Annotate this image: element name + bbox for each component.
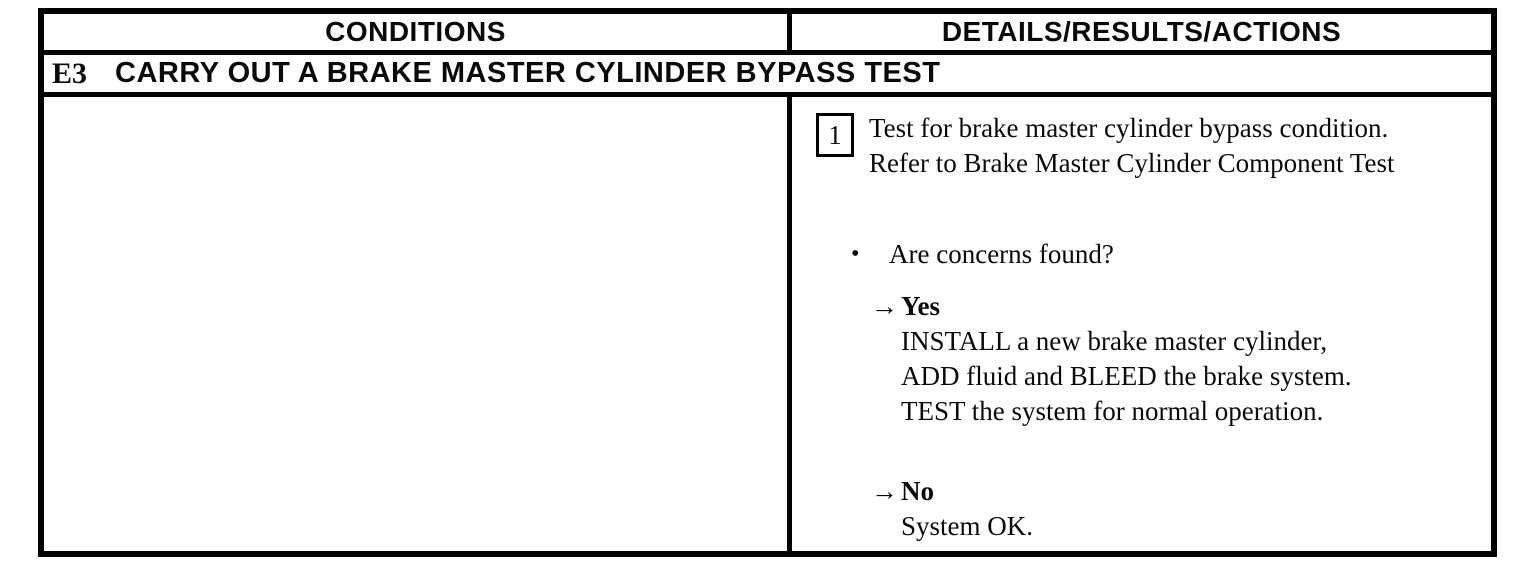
test-title-row: E3 CARRY OUT A BRAKE MASTER CYLINDER BYP… [44, 55, 1491, 97]
pinpoint-test-table: CONDITIONS DETAILS/RESULTS/ACTIONS E3 CA… [38, 8, 1497, 557]
step-row: 1 Test for brake master cylinder bypass … [816, 111, 1491, 181]
test-title: CARRY OUT A BRAKE MASTER CYLINDER BYPASS… [115, 57, 941, 89]
arrow-right-icon: → [871, 476, 898, 506]
no-branch-content: No System OK. [901, 474, 1461, 544]
question-text: Are concerns found? [889, 239, 1114, 269]
test-id: E3 [52, 56, 88, 90]
question-row: • Are concerns found? [851, 237, 1491, 272]
no-result: System OK. [901, 511, 1034, 541]
arrow-right-icon: → [871, 291, 898, 321]
conditions-cell [44, 97, 792, 551]
yes-branch: → Yes INSTALL a new brake master cylinde… [871, 289, 1491, 429]
step-number-box: 1 [816, 113, 854, 157]
details-column-header: DETAILS/RESULTS/ACTIONS [941, 16, 1342, 47]
table-header-row: CONDITIONS DETAILS/RESULTS/ACTIONS [44, 14, 1491, 55]
table-body-row: 1 Test for brake master cylinder bypass … [44, 97, 1491, 551]
step-instruction: Test for brake master cylinder bypass co… [869, 113, 1395, 178]
details-cell: 1 Test for brake master cylinder bypass … [792, 97, 1491, 551]
conditions-column-header: CONDITIONS [44, 14, 792, 50]
no-label: No [901, 476, 934, 506]
bullet-icon: • [851, 241, 860, 267]
no-branch: → No System OK. [871, 474, 1491, 544]
yes-actions: INSTALL a new brake master cylinder, ADD… [901, 326, 1352, 426]
yes-branch-content: Yes INSTALL a new brake master cylinder,… [901, 289, 1461, 429]
yes-label: Yes [901, 291, 940, 321]
